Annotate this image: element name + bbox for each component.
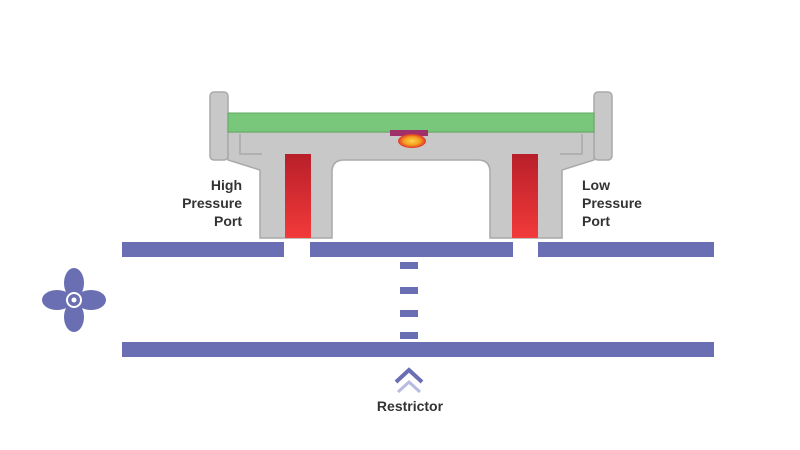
low-port-label-line-1: Low (582, 177, 610, 193)
sensor-body (227, 131, 595, 239)
membrane (227, 112, 595, 133)
fan-icon (42, 268, 106, 332)
low-port-label-line-2: Pressure (582, 195, 642, 211)
restrictor-label: Restrictor (376, 398, 444, 414)
sensor-housing (209, 91, 613, 239)
low-pressure-port-label: Low Pressure Port (582, 176, 672, 230)
left-flange (209, 91, 229, 161)
duct-top-wall-middle (310, 242, 513, 257)
high-pressure-channel (285, 154, 311, 238)
duct-top-wall-right (538, 242, 714, 257)
high-port-label-line-3: Port (214, 213, 242, 229)
right-flange (593, 91, 613, 161)
heat-spot (398, 134, 426, 148)
duct-top-wall-left (122, 242, 284, 257)
high-port-label-line-2: Pressure (182, 195, 242, 211)
low-port-label-line-3: Port (582, 213, 610, 229)
sensing-element (390, 130, 428, 136)
high-pressure-port-label: High Pressure Port (166, 176, 242, 230)
duct-bottom-wall (122, 342, 714, 357)
duct (122, 242, 714, 357)
low-pressure-channel (512, 154, 538, 238)
restrictor (400, 262, 418, 339)
high-port-label-line-1: High (210, 177, 242, 193)
chevron-up-icon (394, 367, 424, 394)
